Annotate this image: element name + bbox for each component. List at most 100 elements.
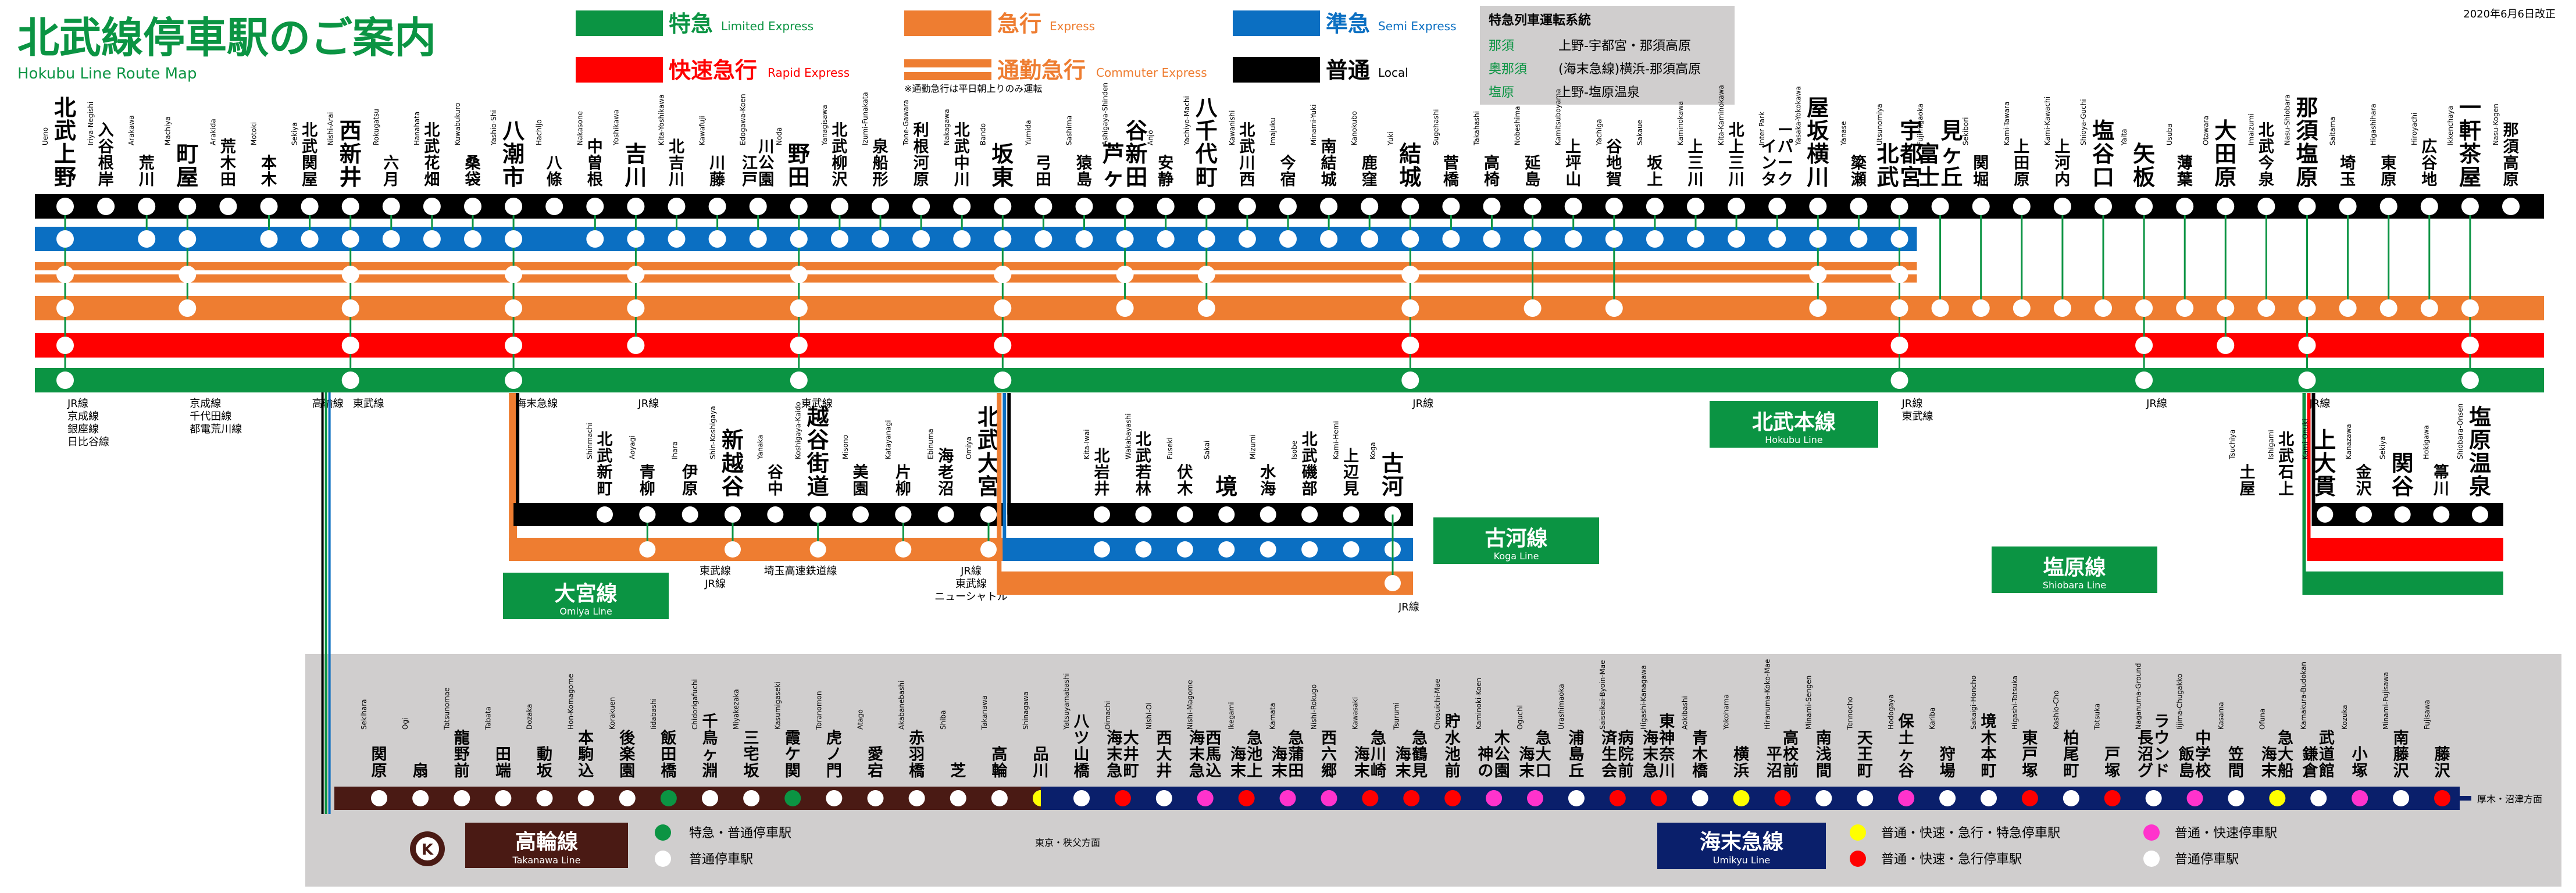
station-name-char: 尾 (2063, 746, 2079, 764)
umikyu-station-name: 藤沢 (2435, 746, 2451, 780)
umikyu-station-romaji: Nishi-Rokugo (1310, 684, 1318, 730)
transfer-label: ニューシャトル (934, 591, 1008, 603)
commuter-express-band (35, 274, 1917, 283)
main-station-name: 東原 (2381, 155, 2396, 189)
station-name-char: 急 (1412, 728, 1428, 747)
station-name-char: 老 (938, 464, 954, 482)
takanawa-station-romaji: Korakuen (608, 697, 616, 730)
semi-express-stop-dot (1279, 230, 1297, 248)
station-name-char: 境 (1215, 474, 1237, 499)
station-name-char: 海 (1260, 480, 1276, 498)
omiya-line-name-ja: 大宮線 (554, 582, 617, 606)
station-name-char: 木 (1176, 480, 1193, 498)
koga-local-dot (1176, 506, 1193, 523)
local-stop-dot (668, 198, 686, 215)
main-station-name: 町屋 (176, 141, 198, 190)
station-name-char: 武 (2278, 447, 2294, 465)
station-name-char: 川 (1807, 165, 1829, 190)
semi-express-stop-dot (1075, 230, 1093, 248)
station-name-char: 北 (1302, 431, 1318, 449)
umikyu-stop-dot (1238, 790, 1255, 806)
main-station-name: 菅橋 (1443, 155, 1460, 189)
semi-express-stop-dot (1768, 230, 1786, 248)
station-name-char: 駒 (578, 746, 594, 764)
station-name-char: 倉 (2302, 762, 2319, 780)
umikyu-station-romaji: Kashio-Cho (2052, 691, 2060, 730)
station-name-char: 椅 (1484, 171, 1500, 189)
station-name-char: 野 (54, 165, 76, 190)
station-name-char: 屋 (176, 165, 198, 190)
station-name-char: 東 (2381, 155, 2396, 173)
main-station-name: 那須高原 (2503, 122, 2520, 189)
legend-swatch (576, 10, 663, 36)
umikyu-station-romaji: Higashi-Totsuka (2011, 676, 2019, 730)
semi-express-stop-dot (423, 230, 441, 248)
legend-ja: 準急 (1326, 11, 1370, 37)
local-stop-dot (2502, 198, 2520, 215)
rapid-express-stop-dot (2298, 337, 2316, 354)
main-station-romaji: Yuki (1386, 131, 1394, 146)
station-name-char: 泉 (2259, 170, 2275, 189)
takanawa-station-name: 霞ケ関 (785, 729, 801, 780)
station-name-char: 会 (1601, 762, 1617, 780)
station-name-char: 武 (954, 138, 970, 156)
umikyu-stop-dot (2145, 790, 2162, 806)
omiya-station-romaji: Aoyagi (628, 435, 636, 459)
page-subtitle: Hokubu Line Route Map (17, 65, 197, 83)
station-name-char: 薄 (2177, 155, 2193, 173)
station-name-char: 畑 (424, 171, 440, 189)
station-name-char: 前 (1783, 762, 1799, 780)
omiya-local-dot (852, 506, 869, 523)
shiobara-local-dot (2356, 506, 2372, 523)
station-name-char: 海 (938, 447, 954, 465)
takanawa-stop-dot (660, 790, 677, 806)
koga-semi-dot (1343, 541, 1360, 558)
umikyu-station-romaji: Chosuichi-Mae (1433, 679, 1442, 730)
station-name-char: 新 (340, 141, 362, 167)
main-station-romaji: Takahashi (1473, 111, 1481, 146)
station-name-char: 原 (2014, 171, 2029, 189)
station-name-char: 温 (2469, 451, 2491, 476)
takanawa-band (334, 787, 1047, 810)
station-name-char: 塩 (2469, 404, 2491, 430)
station-name-char: 新 (722, 427, 744, 453)
main-station-name: 薄葉 (2177, 155, 2193, 189)
station-name-char: 原 (2381, 171, 2396, 189)
station-name-char: 沢 (2393, 762, 2410, 780)
station-name-char: 北 (954, 122, 970, 140)
station-name-char: 川 (625, 165, 647, 190)
takanawa-station-romaji: Shinagawa (1022, 691, 1030, 730)
station-name-char: 船 (2278, 762, 2293, 780)
main-station-romaji: Nishi-Arai (327, 112, 335, 145)
umikyu-stop-dot (1568, 790, 1585, 806)
station-name-char: 横 (1733, 746, 1749, 764)
station-name-char: 大 (2278, 746, 2293, 764)
legend-ja: 普通 (1326, 58, 1370, 83)
legend-ja: 通勤急行 (997, 58, 1086, 83)
station-name-char: 谷 (722, 474, 744, 499)
koga-station-name: 北岩井 (1094, 447, 1110, 498)
umikyu-station-romaji: Fujisawa (2423, 700, 2431, 730)
umikyu-station-romaji: Naganuma-Ground (2135, 663, 2143, 730)
umikyu-legend-label: 普通・快速・急行停車駅 (1881, 852, 2022, 867)
station-name-char: 高 (991, 745, 1007, 764)
koga-local-dot (1094, 506, 1110, 523)
station-name-char: 軒 (2459, 118, 2481, 144)
umikyu-stop-dot (1981, 790, 1997, 806)
station-name-char: 城 (1399, 165, 1421, 190)
main-station-name: 吉川 (625, 141, 647, 190)
umikyu-name-box (1657, 823, 1826, 869)
shiobara-rapid-branch (2307, 393, 2311, 549)
main-station-romaji: Arakawa (127, 115, 135, 145)
umikyu-station-romaji: Hiranuma-Koko-Mae (1763, 659, 1771, 730)
transfer-label: 東武線 (700, 565, 731, 577)
station-name-char: 野 (788, 141, 810, 167)
station-name-char: 海 (1354, 746, 1370, 764)
main-station-romaji: Ashigaya-Shinden (1101, 83, 1109, 145)
station-name-char: 賀 (1606, 171, 1622, 189)
takanawa-line: 関原Sekihara扇Ogi龍野前Tatsunomae田端Tabata動坂Doz… (334, 674, 1100, 868)
station-name-char: 郷 (1321, 762, 1337, 780)
umikyu-stop-dot (1815, 790, 1832, 806)
